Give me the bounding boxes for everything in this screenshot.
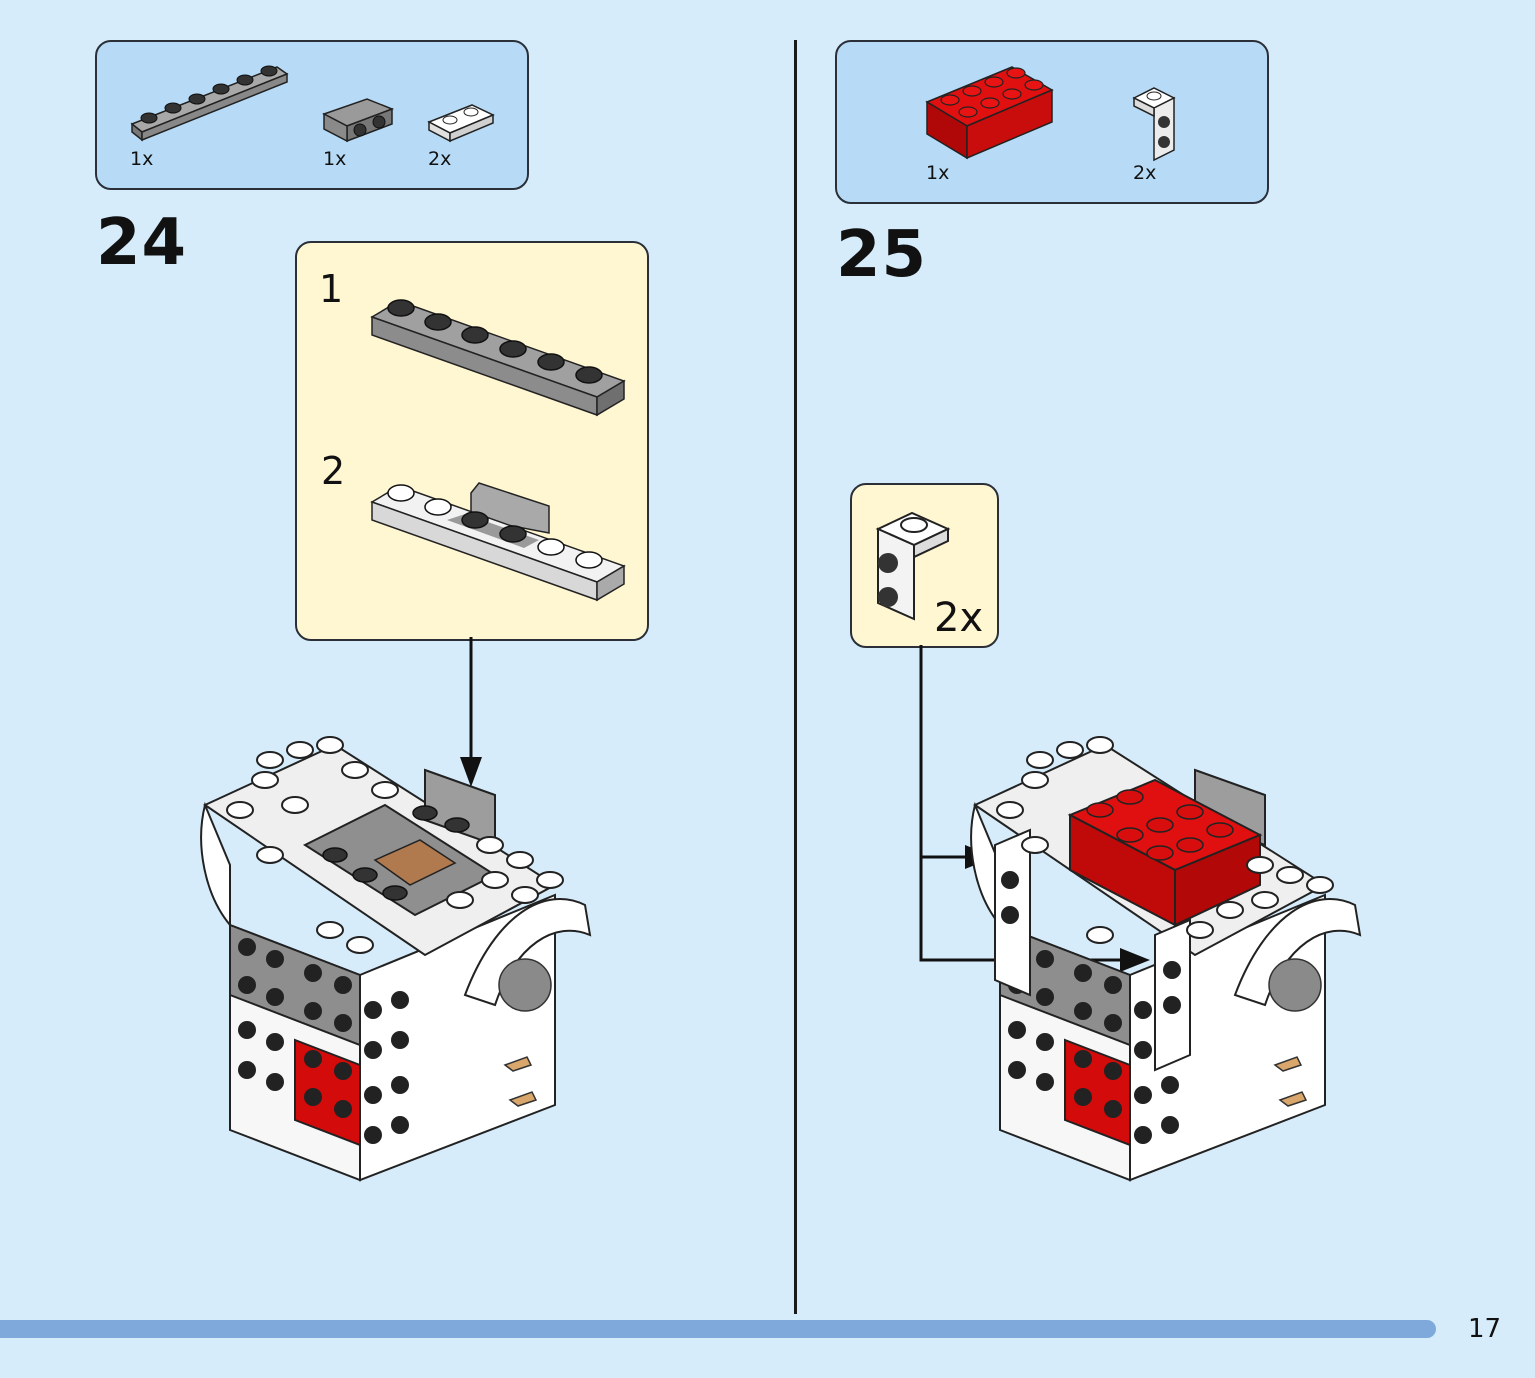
gray-bracket-plate-icon bbox=[322, 98, 395, 143]
substep-callout: 1 2 bbox=[295, 241, 649, 641]
white-bracket-icon bbox=[875, 511, 951, 621]
white-1x2-plate-icon bbox=[427, 104, 495, 143]
callout-qty: 2x bbox=[934, 595, 984, 641]
part-qty: 1x bbox=[130, 148, 154, 170]
step-number: 25 bbox=[836, 218, 928, 292]
dark-gray-1x6-plate-icon bbox=[370, 299, 626, 417]
arrow-down-icon bbox=[460, 637, 482, 787]
dark-gray-1x6-plate-icon bbox=[130, 65, 289, 142]
white-bracket-icon bbox=[1132, 87, 1176, 162]
parts-list-step-24: 1x 1x 2x bbox=[95, 40, 529, 190]
substep-number: 1 bbox=[319, 267, 344, 311]
part-qty: 1x bbox=[926, 162, 950, 184]
model-illustration-step-24 bbox=[200, 736, 592, 1182]
model-illustration-step-25 bbox=[970, 736, 1362, 1182]
progress-bar bbox=[0, 1320, 1436, 1338]
assembled-plate-icon bbox=[370, 482, 626, 602]
part-qty: 1x bbox=[323, 148, 347, 170]
red-2x4-brick-icon bbox=[925, 66, 1054, 160]
part-callout: 2x bbox=[850, 483, 999, 648]
step-number: 24 bbox=[96, 206, 188, 280]
step-divider bbox=[794, 40, 797, 1314]
page-number: 17 bbox=[1468, 1314, 1502, 1344]
parts-list-step-25: 1x 2x bbox=[835, 40, 1269, 204]
part-qty: 2x bbox=[1133, 162, 1157, 184]
part-qty: 2x bbox=[428, 148, 452, 170]
substep-number: 2 bbox=[321, 449, 346, 493]
